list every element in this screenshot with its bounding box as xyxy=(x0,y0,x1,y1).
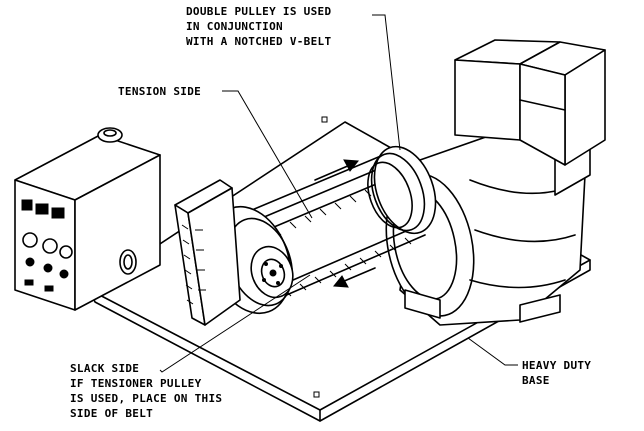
label-slack-side: SLACK SIDE IF TENSIONER PULLEY IS USED, … xyxy=(70,362,222,420)
label-heavy-duty-base: HEAVY DUTY BASE xyxy=(522,359,591,387)
svg-text:HEAVY DUTY: HEAVY DUTY xyxy=(522,359,591,372)
svg-text:SIDE OF BELT: SIDE OF BELT xyxy=(70,407,153,420)
svg-text:DOUBLE PULLEY IS USED: DOUBLE PULLEY IS USED xyxy=(186,5,331,18)
svg-text:SLACK SIDE: SLACK SIDE xyxy=(70,362,139,375)
leader-lines xyxy=(159,14,518,373)
svg-text:WITH A NOTCHED V-BELT: WITH A NOTCHED V-BELT xyxy=(186,35,331,48)
svg-text:IN CONJUNCTION: IN CONJUNCTION xyxy=(186,20,283,33)
svg-text:TENSION SIDE: TENSION SIDE xyxy=(118,85,201,98)
motor-top-housing xyxy=(454,39,606,166)
drive-housing xyxy=(174,179,241,326)
label-double-pulley: DOUBLE PULLEY IS USED IN CONJUNCTION WIT… xyxy=(186,5,331,48)
double-pulley xyxy=(367,145,437,235)
label-tension-side: TENSION SIDE xyxy=(118,85,201,98)
svg-text:BASE: BASE xyxy=(522,374,550,387)
control-enclosure xyxy=(14,127,161,311)
belt-direction-arrows xyxy=(314,159,376,288)
svg-text:IS USED, PLACE ON THIS: IS USED, PLACE ON THIS xyxy=(70,392,222,405)
svg-text:IF TENSIONER PULLEY: IF TENSIONER PULLEY xyxy=(70,377,202,390)
